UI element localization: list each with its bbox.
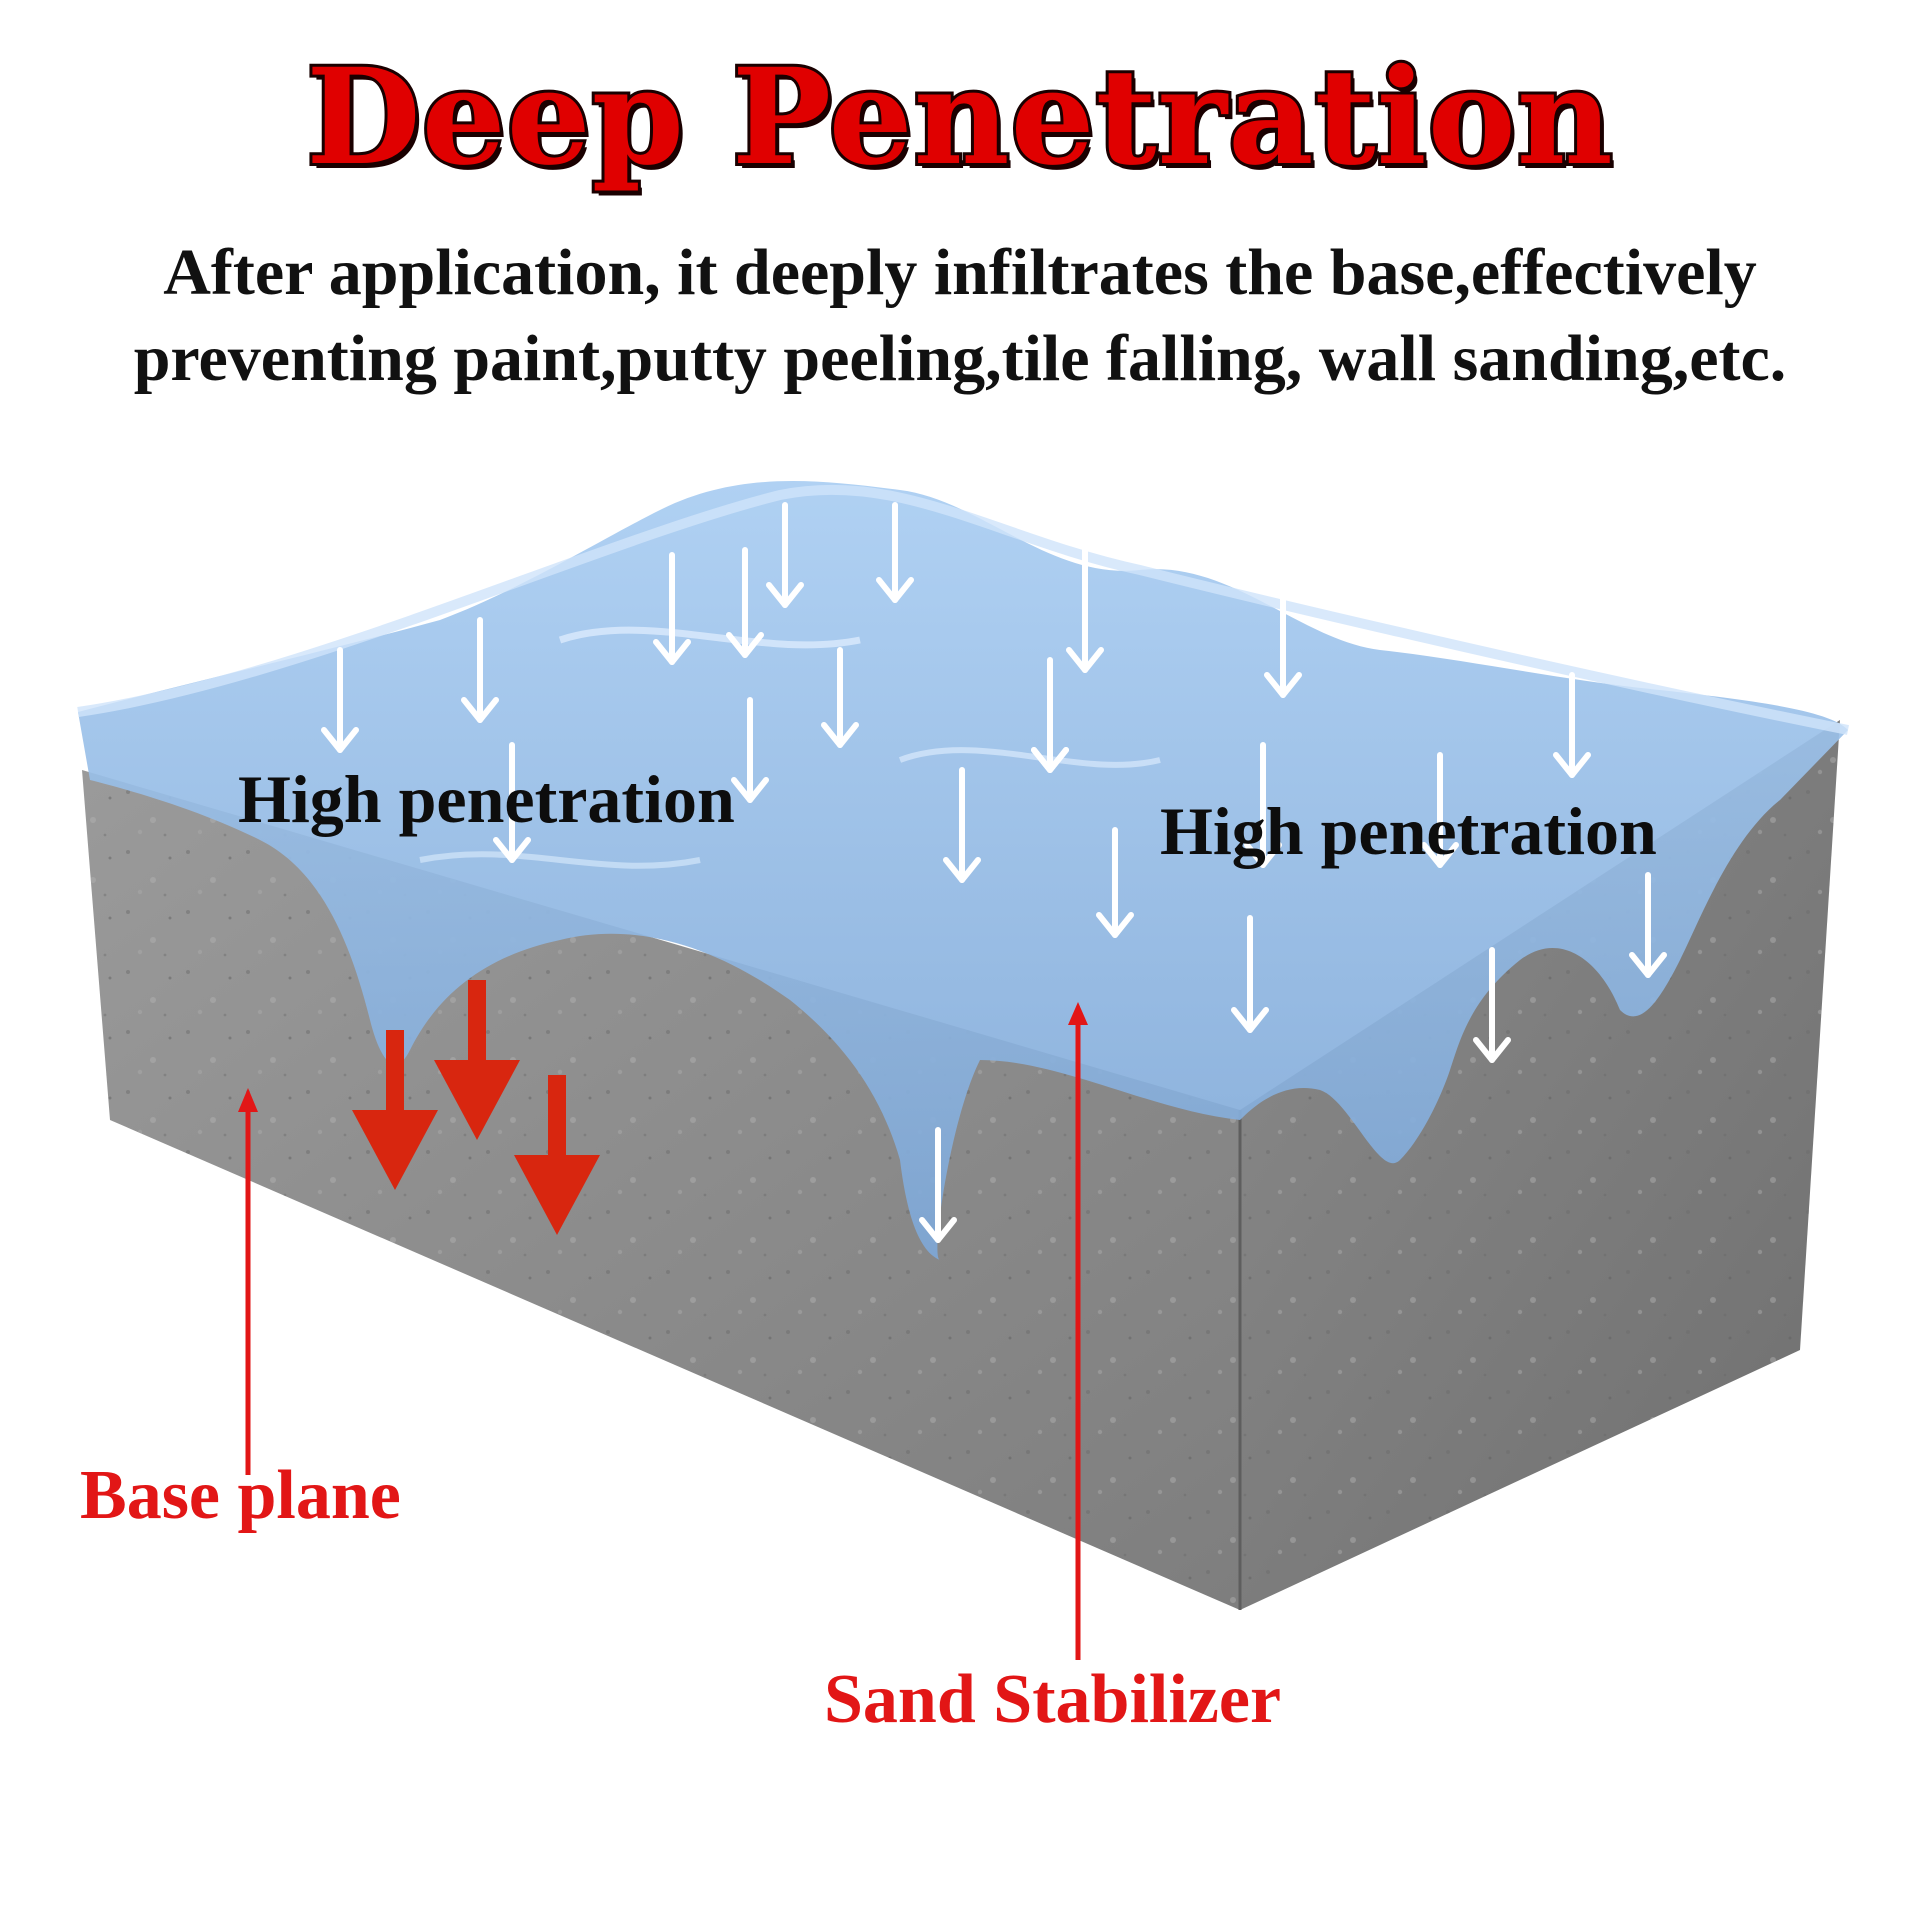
white-down-arrow: [731, 697, 769, 803]
page-title: Deep Penetration: [303, 37, 1616, 198]
high-penetration-label-left: High penetration: [238, 761, 735, 837]
white-down-arrow: [1031, 657, 1069, 773]
white-down-arrow: [1629, 872, 1667, 978]
white-down-arrow: [1244, 742, 1282, 868]
white-down-arrow: [766, 502, 804, 608]
white-down-arrow: [653, 552, 691, 665]
white-down-arrow: [1096, 827, 1134, 938]
white-down-arrow: [726, 547, 764, 658]
white-down-arrow: [919, 1127, 957, 1243]
red-down-arrow-2: [434, 980, 520, 1140]
page-subtitle: After application, it deeply infiltrates…: [133, 236, 1787, 395]
base-plane-pointer: [238, 1088, 258, 1475]
white-down-arrow: [461, 617, 499, 723]
stabilizer-pointer: [1068, 1002, 1088, 1660]
red-down-arrow-3: [514, 1075, 600, 1235]
white-down-arrow: [876, 502, 914, 603]
red-down-arrow-1: [352, 1030, 438, 1190]
sand-stabilizer-label: Sand Stabilizer: [824, 1661, 1282, 1738]
white-down-arrow: [493, 742, 531, 863]
white-down-arrow: [1231, 915, 1269, 1033]
penetration-arrows: [321, 502, 1667, 1243]
white-down-arrow: [1421, 752, 1459, 868]
base-plane-label: Base plane: [80, 1457, 401, 1534]
white-down-arrow: [1473, 947, 1511, 1063]
white-down-arrow: [321, 647, 359, 753]
white-down-arrow: [821, 647, 859, 748]
white-down-arrow: [1264, 577, 1302, 698]
white-down-arrow: [943, 767, 981, 883]
white-down-arrow: [1553, 672, 1591, 778]
red-arrows: [352, 980, 600, 1235]
high-penetration-label-right: High penetration: [1160, 793, 1657, 869]
white-down-arrow: [1066, 507, 1104, 673]
